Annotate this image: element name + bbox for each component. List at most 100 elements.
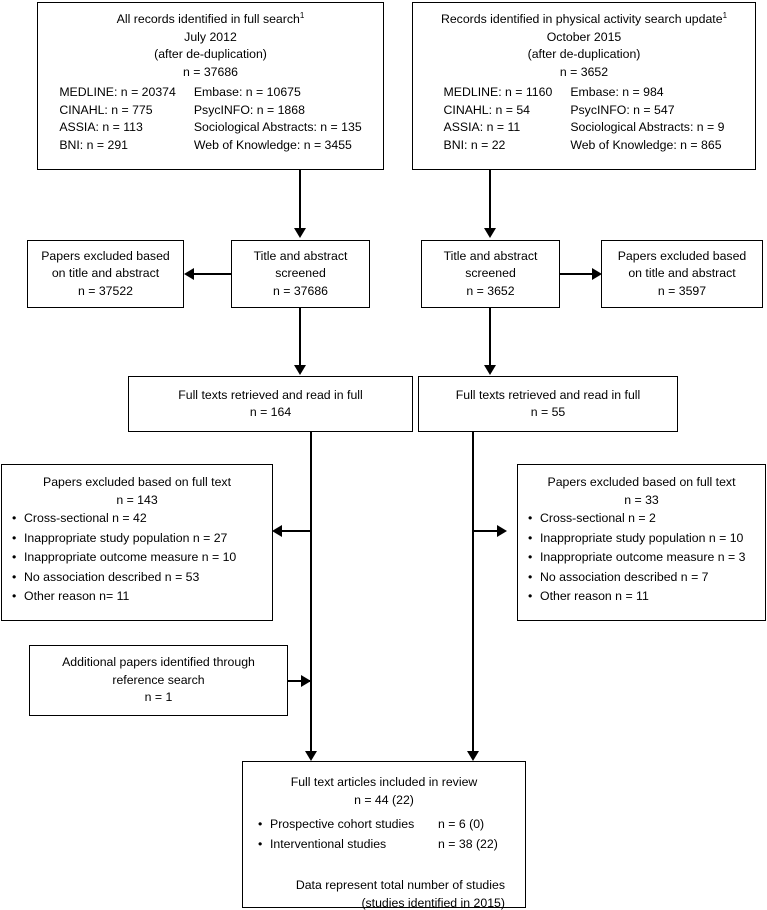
search-right-title: Records identified in physical activity …	[440, 12, 723, 26]
database-entry: MEDLINE: n = 1160	[443, 85, 553, 99]
search-right-database-list: MEDLINE: n = 1160 Embase: n = 984 CINAHL…	[444, 84, 725, 154]
excluded-ta-right-count: n = 3597	[657, 283, 707, 298]
box-excluded-title-abstract-right: Papers excluded based on title and abstr…	[601, 240, 763, 308]
list-item: Inappropriate study population n = 10	[527, 529, 765, 549]
database-entry: MEDLINE: n = 20374	[59, 85, 176, 99]
list-item: Inappropriate outcome measure n = 10	[11, 548, 272, 568]
database-entry: PsycINFO: n = 1868	[193, 102, 305, 117]
excluded-ta-left-line1: Papers excluded based	[41, 248, 170, 263]
arrowhead-left-screened-to-excluded	[184, 268, 194, 280]
connector-right-screened-to-fulltext	[489, 307, 491, 365]
database-entry: Sociological Abstracts: n = 135	[193, 120, 362, 134]
arrowhead-left-search-to-screened	[294, 228, 306, 238]
excluded-ta-right-line1: Papers excluded based	[617, 248, 747, 263]
search-right-dedup-note: (after de-duplication)	[527, 47, 641, 61]
database-entry: Embase: n = 984	[570, 85, 664, 99]
box-screened-left: Title and abstract screened n = 37686	[231, 240, 370, 308]
arrowhead-left-screened-to-fulltext	[294, 365, 306, 375]
search-left-database-list: MEDLINE: n = 20374 Embase: n = 10675 CIN…	[59, 84, 361, 154]
excluded-ft-left-reason-list: Cross-sectional n = 42 Inappropriate stu…	[11, 509, 272, 607]
included-row-label: Prospective cohort studies	[270, 817, 415, 831]
box-fulltext-retrieved-right: Full texts retrieved and read in full n …	[418, 376, 678, 432]
box-all-records-identified: All records identified in full search1 J…	[37, 2, 384, 170]
box-screened-right: Title and abstract screened n = 3652	[421, 240, 560, 308]
connector-left-fulltext-to-included	[310, 432, 312, 759]
list-item: Inappropriate outcome measure n = 3	[527, 548, 765, 568]
excluded-ta-left-count: n = 37522	[77, 283, 134, 298]
excluded-ft-right-title: Papers excluded based on full text	[547, 475, 736, 489]
included-note-line1: Data represent total number of studies	[295, 878, 505, 892]
search-right-title-superscript: 1	[722, 10, 728, 20]
box-records-identified-update: Records identified in physical activity …	[412, 2, 756, 170]
box-excluded-fulltext-left: Papers excluded based on full text n = 1…	[1, 464, 273, 621]
arrowhead-right-fulltext-to-included	[467, 751, 479, 761]
search-left-dedup-note: (after de-duplication)	[154, 47, 267, 61]
connector-spine-to-excluded-ft-right	[472, 530, 502, 532]
fulltext-right-line1: Full texts retrieved and read in full	[455, 387, 641, 402]
included-row-label: Interventional studies	[270, 836, 387, 851]
arrowhead-right-search-to-screened	[484, 228, 496, 238]
excluded-ft-left-count: n = 143	[116, 492, 158, 507]
list-item: No association described n = 53	[11, 568, 272, 588]
list-item: Cross-sectional n = 2	[527, 509, 765, 529]
reference-search-line2: reference search	[112, 672, 205, 687]
connector-left-search-to-screened	[299, 170, 301, 228]
search-right-total: n = 3652	[559, 64, 609, 79]
reference-search-count: n = 1	[144, 690, 173, 705]
database-entry: Web of Knowledge: n = 3455	[193, 137, 352, 152]
search-right-title-line: Records identified in physical activity …	[413, 11, 755, 29]
list-item: Other reason n= 11	[11, 587, 272, 607]
screened-right-count: n = 3652	[466, 283, 515, 298]
list-item: Cross-sectional n = 42	[11, 509, 272, 529]
included-count: n = 44 (22)	[354, 792, 414, 807]
database-entry: CINAHL: n = 775	[59, 102, 153, 117]
list-item: Prospective cohort studies n = 6 (0)	[257, 815, 511, 835]
list-item: Inappropriate study population n = 27	[11, 529, 272, 549]
screened-left-line1: Title and abstract	[253, 248, 348, 263]
fulltext-left-count: n = 164	[249, 405, 292, 419]
box-excluded-title-abstract-left: Papers excluded based on title and abstr…	[27, 240, 184, 308]
fulltext-right-count: n = 55	[530, 405, 566, 419]
connector-right-screened-to-excluded	[559, 273, 598, 275]
excluded-ta-right-line2: on title and abstract	[628, 266, 736, 281]
database-entry: BNI: n = 291	[59, 137, 129, 152]
reference-search-line1: Additional papers identified through	[62, 655, 255, 670]
search-left-title: All records identified in full search	[116, 12, 300, 26]
database-entry: PsycINFO: n = 547	[570, 102, 675, 117]
fulltext-left-line1: Full texts retrieved and read in full	[178, 387, 363, 402]
list-item: Other reason n = 11	[527, 587, 765, 607]
search-right-date: October 2015	[546, 29, 622, 44]
excluded-ft-left-title: Papers excluded based on full text	[43, 475, 231, 489]
connector-right-fulltext-to-included	[472, 432, 474, 759]
excluded-ft-right-count: n = 33	[624, 492, 659, 507]
database-entry: Embase: n = 10675	[193, 85, 301, 99]
arrowhead-right-screened-to-fulltext	[484, 365, 496, 375]
search-left-title-superscript: 1	[299, 10, 305, 20]
connector-left-screened-to-fulltext	[299, 307, 301, 365]
included-row-value: n = 38 (22)	[438, 836, 498, 851]
arrowhead-left-fulltext-to-included	[305, 751, 317, 761]
box-included-in-review: Full text articles included in review n …	[242, 761, 526, 910]
database-entry: Web of Knowledge: n = 865	[570, 137, 722, 152]
database-entry: ASSIA: n = 11	[443, 120, 521, 134]
arrowhead-reference-to-spine	[301, 675, 311, 687]
screened-right-line2: screened	[465, 266, 516, 281]
arrowhead-spine-to-excluded-ft-left	[272, 525, 282, 537]
included-note-line2: (studies identified in 2015)	[361, 896, 505, 910]
search-left-title-line: All records identified in full search1	[38, 11, 383, 29]
search-left-total: n = 37686	[182, 64, 239, 79]
arrowhead-right-screened-to-excluded	[592, 268, 602, 280]
list-item: Interventional studies n = 38 (22)	[257, 835, 511, 855]
included-row-value: n = 6 (0)	[438, 817, 485, 831]
database-entry: ASSIA: n = 113	[59, 120, 143, 134]
connector-spine-to-excluded-ft-left	[282, 530, 311, 532]
box-fulltext-retrieved-left: Full texts retrieved and read in full n …	[128, 376, 413, 432]
excluded-ta-left-line2: on title and abstract	[51, 266, 160, 281]
database-entry: Sociological Abstracts: n = 9	[570, 120, 725, 134]
connector-right-search-to-screened	[489, 170, 491, 228]
box-reference-search: Additional papers identified through ref…	[29, 645, 288, 716]
connector-reference-to-spine	[288, 680, 312, 682]
screened-right-line1: Title and abstract	[443, 248, 538, 263]
screened-left-line2: screened	[275, 266, 326, 281]
